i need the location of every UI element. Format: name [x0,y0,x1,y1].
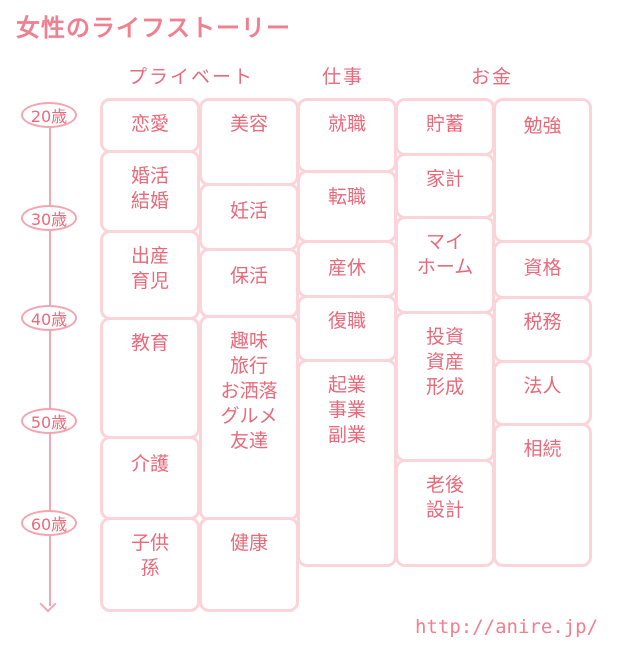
card-investment: 投資 資産 形成 [395,311,495,462]
site-url: http://anire.jp/ [415,616,599,638]
card-hobbies: 趣味 旅行 お洒落 グルメ 友達 [199,315,299,521]
card-tax: 税務 [493,296,592,363]
age-40: 40歳 [21,305,77,331]
timeline-line [49,126,51,606]
card-inheritance: 相続 [493,423,592,567]
card-my-home: マイ ホーム [395,216,495,314]
age-20: 20歳 [21,102,77,128]
card-return-to-work: 復職 [297,295,397,362]
card-retirement: 老後 設計 [395,459,495,567]
header-work: 仕事 [322,66,365,88]
page-title: 女性のライフストーリー [16,14,291,42]
card-corporation: 法人 [493,360,592,426]
age-60: 60歳 [21,510,77,536]
card-grandchildren: 子供 孫 [100,517,200,612]
card-beauty: 美容 [199,98,299,186]
timeline-arrow-icon [39,595,57,613]
header-private: プライベート [128,66,255,88]
card-entrepreneurship: 起業 事業 副業 [297,359,397,567]
card-marriage: 婚活 結婚 [100,150,200,233]
card-qualification: 資格 [493,240,592,299]
card-love: 恋愛 [100,98,200,153]
card-job-change: 転職 [297,170,397,243]
card-health: 健康 [199,517,299,612]
card-nursery: 保活 [199,248,299,318]
age-30: 30歳 [21,205,77,231]
age-50: 50歳 [21,408,77,434]
card-job-hunting: 就職 [297,98,397,173]
card-maternity-leave: 産休 [297,240,397,298]
card-savings: 貯蓄 [395,98,495,156]
card-care: 介護 [100,436,200,520]
card-pregnancy: 妊活 [199,183,299,251]
card-study: 勉強 [493,98,592,243]
card-education: 教育 [100,317,200,439]
card-household-budget: 家計 [395,153,495,219]
card-childbirth: 出産 育児 [100,230,200,320]
header-money: お金 [471,66,514,88]
